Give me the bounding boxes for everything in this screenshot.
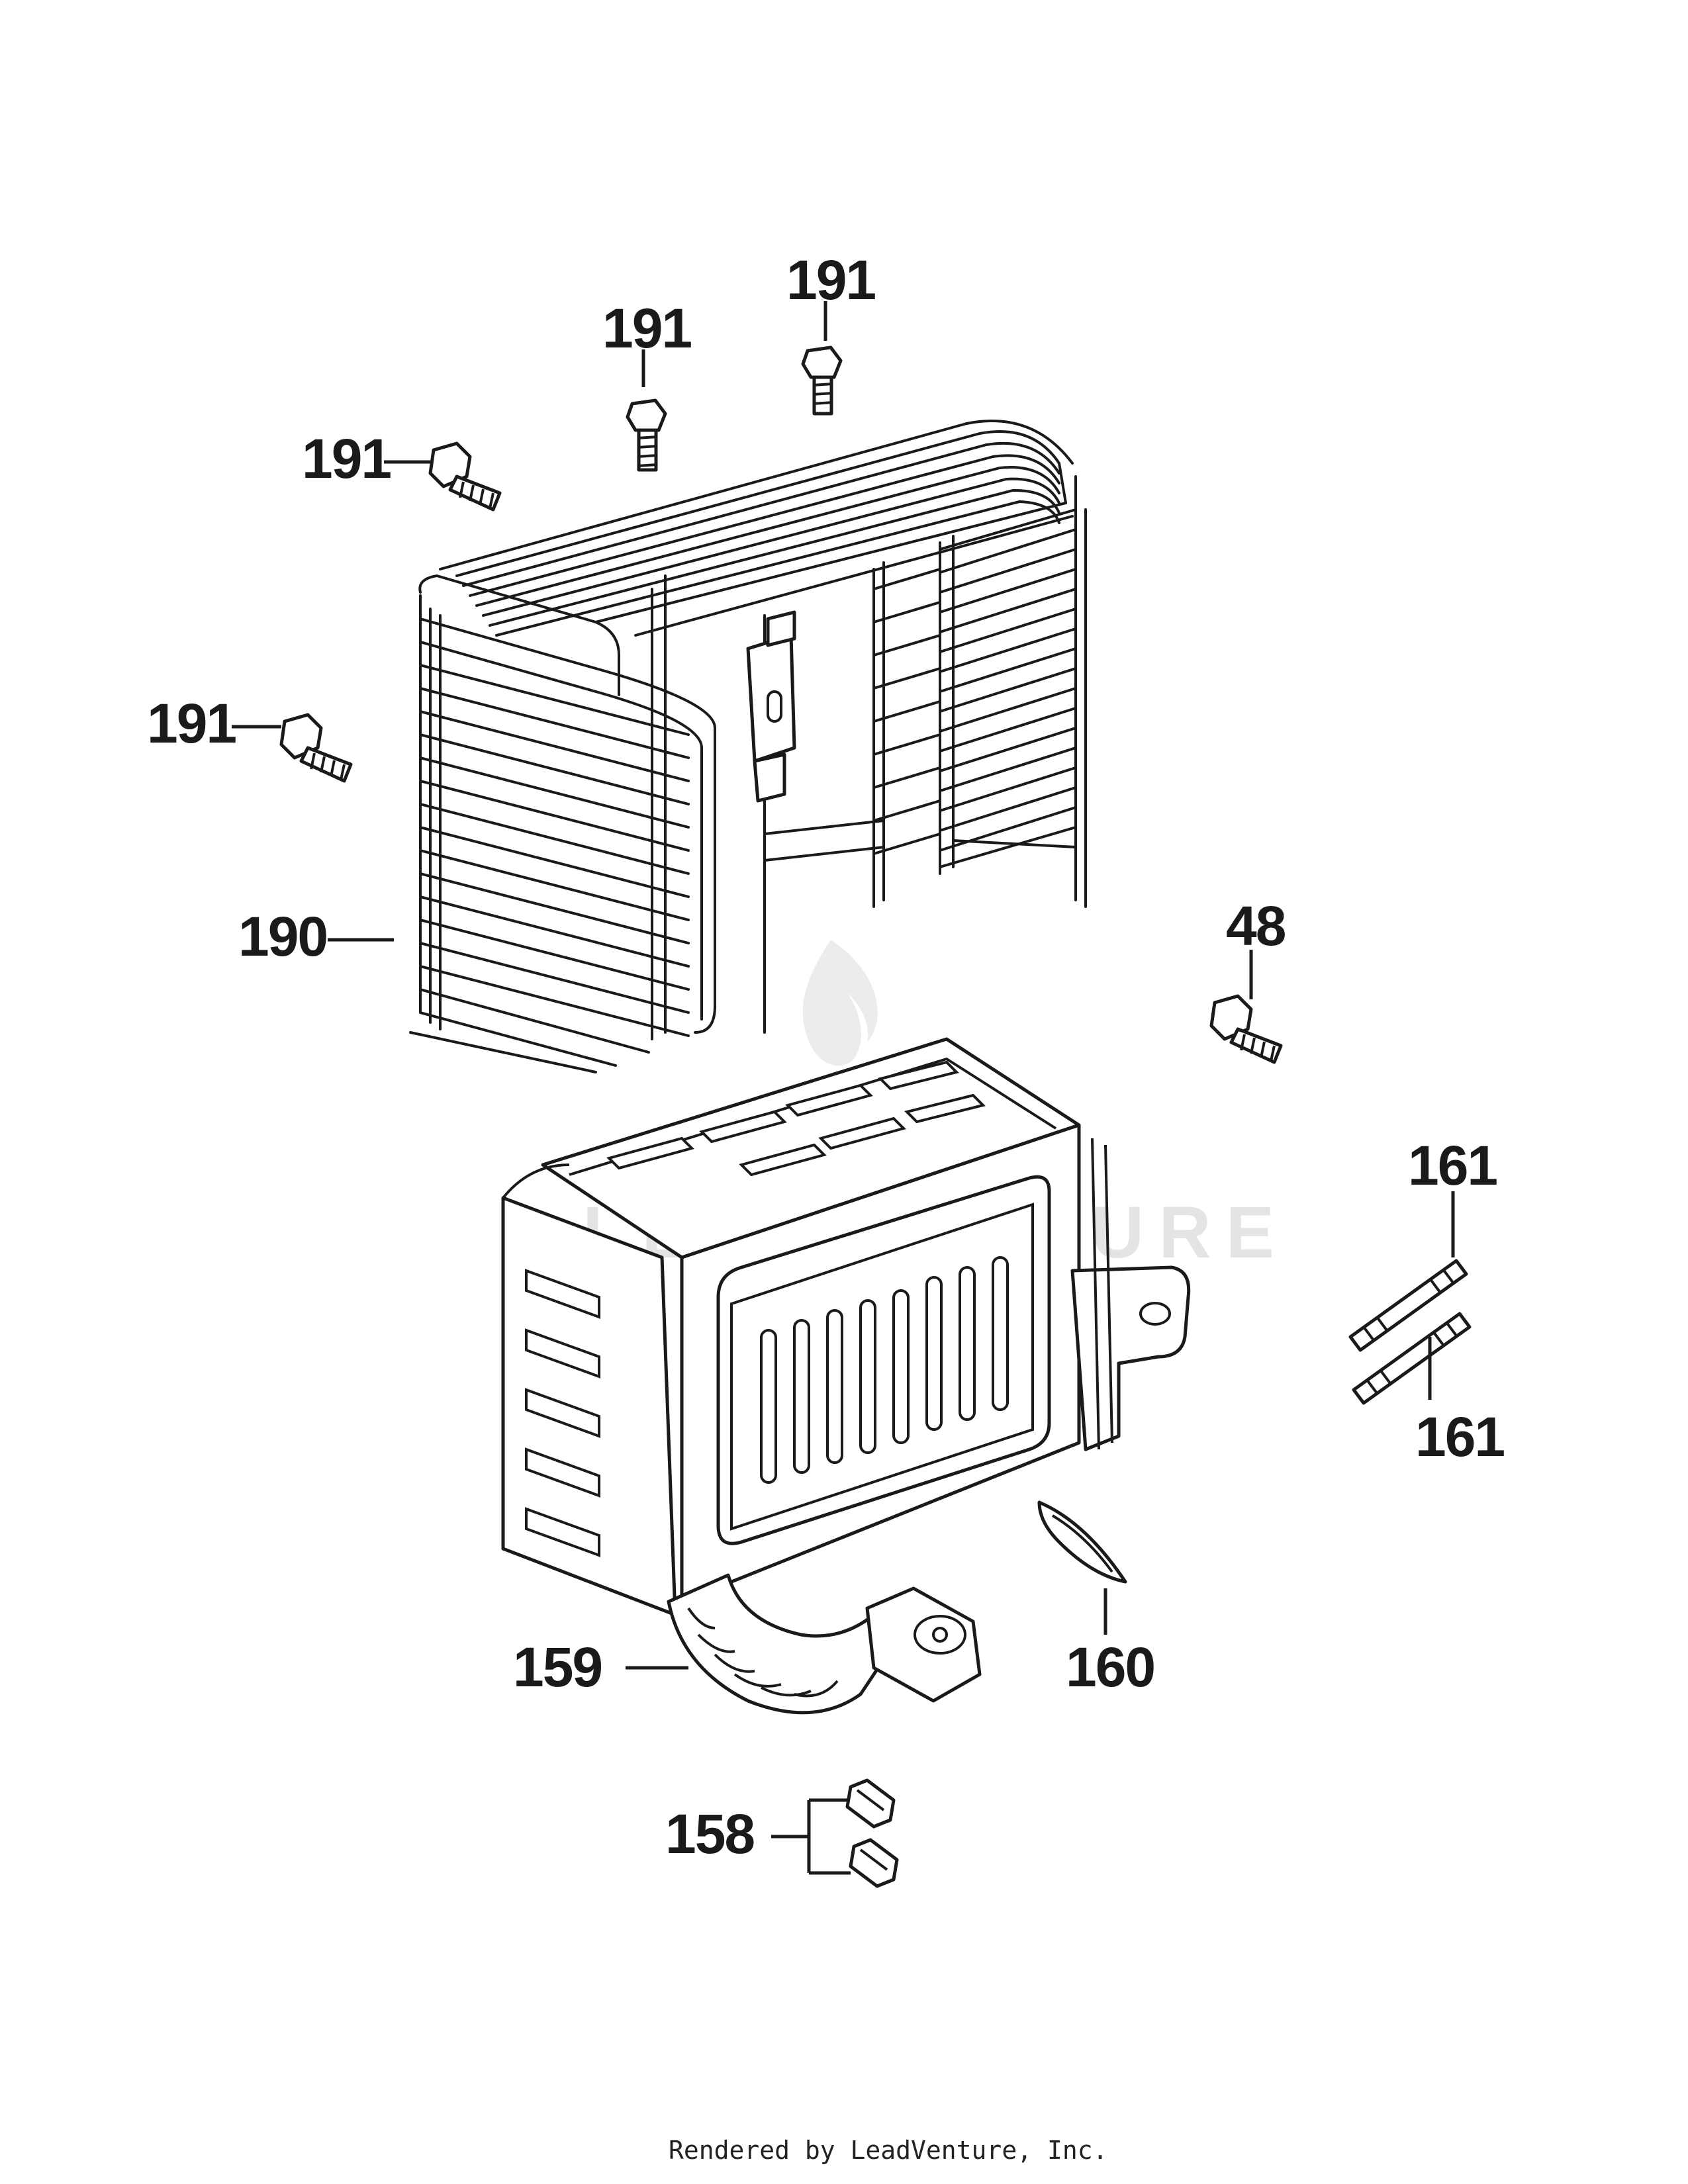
callout-48[interactable]: 48 bbox=[1226, 895, 1287, 957]
callout-191-upper-left[interactable]: 191 bbox=[302, 428, 392, 490]
cap-screw-191-top-right[interactable] bbox=[801, 345, 843, 416]
callout-158[interactable]: 158 bbox=[665, 1803, 755, 1865]
callout-191-top-right[interactable]: 191 bbox=[786, 249, 876, 311]
guard-bracket bbox=[746, 610, 796, 803]
nut-158-upper[interactable] bbox=[845, 1778, 896, 1829]
cap-screw-48[interactable] bbox=[1209, 994, 1283, 1064]
top-louvers bbox=[606, 1060, 986, 1177]
callout-191-top-center[interactable]: 191 bbox=[602, 297, 692, 359]
footer-credit: Rendered by LeadVenture, Inc. bbox=[669, 2136, 1107, 2165]
cap-screw-191-mid-left[interactable] bbox=[279, 713, 353, 783]
front-vents bbox=[760, 1256, 1009, 1484]
callout-161-lower[interactable]: 161 bbox=[1415, 1406, 1505, 1468]
nut-158-lower[interactable] bbox=[849, 1838, 899, 1888]
muffler-guard-190[interactable] bbox=[409, 420, 1087, 1073]
exhaust-pipe-159[interactable] bbox=[667, 1573, 982, 1715]
flame-logo-icon bbox=[802, 940, 878, 1066]
muffler[interactable] bbox=[501, 1037, 1191, 1617]
side-vents bbox=[525, 1269, 600, 1557]
callout-161-upper[interactable]: 161 bbox=[1408, 1134, 1498, 1197]
callout-191-mid-left[interactable]: 191 bbox=[147, 692, 237, 754]
cap-screw-191-top-center[interactable] bbox=[626, 398, 667, 472]
stud-161-upper[interactable] bbox=[1348, 1259, 1468, 1352]
stud-161-lower[interactable] bbox=[1352, 1312, 1472, 1405]
callout-159[interactable]: 159 bbox=[513, 1636, 603, 1698]
leader-lines bbox=[232, 301, 1455, 1875]
cap-screw-191-upper-left[interactable] bbox=[428, 441, 502, 512]
callout-160[interactable]: 160 bbox=[1066, 1636, 1156, 1698]
callout-190[interactable]: 190 bbox=[238, 905, 328, 968]
gasket-160[interactable] bbox=[1037, 1500, 1127, 1584]
